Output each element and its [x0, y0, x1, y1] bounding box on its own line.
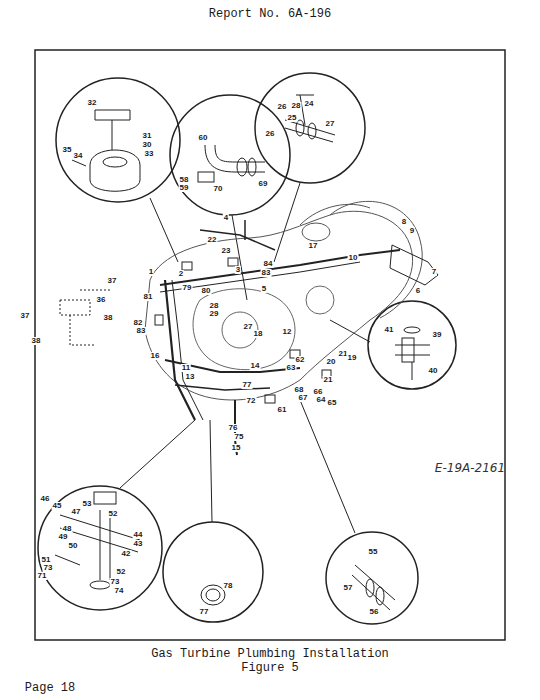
callout-number: 7	[431, 268, 437, 276]
drawing-number: E-19A-2161	[435, 462, 505, 474]
figure-frame	[35, 50, 505, 640]
callout-number: 77	[199, 608, 210, 616]
callout-number: 77	[242, 381, 253, 389]
callout-number: 65	[327, 399, 338, 407]
callout-number: 9	[409, 227, 415, 235]
callout-number: 27	[325, 120, 336, 128]
callout-number: 31	[142, 132, 153, 140]
callout-number: 18	[253, 330, 264, 338]
report-header: Report No. 6A-196	[209, 8, 331, 20]
callout-number: 83	[261, 269, 272, 277]
callout-number: 48	[62, 525, 73, 533]
callout-number: 69	[258, 180, 269, 188]
figure-caption: Gas Turbine Plumbing Installation	[151, 648, 389, 660]
callout-number: 30	[142, 141, 153, 149]
callout-number: 12	[282, 328, 293, 336]
callout-number: 75	[234, 433, 245, 441]
callout-number: 35	[62, 146, 73, 154]
callout-number: 51	[41, 556, 52, 564]
callout-number: 62	[295, 356, 306, 364]
callout-number: 58	[179, 176, 190, 184]
callout-number: 22	[207, 236, 218, 244]
callout-number: 57	[343, 584, 354, 592]
callout-number: 84	[263, 260, 274, 268]
callout-number: 28	[291, 102, 302, 110]
callout-number: 82	[133, 319, 144, 327]
callout-number: 55	[368, 548, 379, 556]
callout-number: 45	[52, 502, 63, 510]
callout-number: 73	[110, 578, 121, 586]
callout-number: 41	[384, 326, 395, 334]
callout-number: 3	[235, 266, 241, 274]
callout-number: 56	[369, 608, 380, 616]
callout-number: 23	[221, 247, 232, 255]
callout-number: 24	[304, 100, 315, 108]
callout-number: 19	[347, 354, 358, 362]
callout-number: 47	[71, 508, 82, 516]
callout-number: 37	[20, 312, 31, 320]
callout-number: 26	[265, 130, 276, 138]
callout-number: 73	[43, 564, 54, 572]
callout-number: 60	[198, 134, 209, 142]
callout-number: 39	[432, 331, 443, 339]
callout-number: 61	[277, 406, 288, 414]
callout-number: 15	[231, 444, 242, 452]
callout-number: 44	[133, 531, 144, 539]
callout-number: 52	[116, 568, 127, 576]
callout-number: 67	[298, 394, 309, 402]
callout-number: 16	[150, 352, 161, 360]
callout-number: 81	[143, 293, 154, 301]
callout-number: 78	[223, 582, 234, 590]
callout-number: 53	[82, 500, 93, 508]
callout-number: 64	[316, 396, 327, 404]
callout-number: 52	[108, 510, 119, 518]
callout-number: 40	[428, 367, 439, 375]
callout-number: 2	[178, 270, 184, 278]
callout-number: 74	[114, 587, 125, 595]
callout-number: 46	[40, 495, 51, 503]
page-number: Page 18	[25, 682, 75, 694]
callout-number: 20	[326, 358, 337, 366]
callout-number: 11	[181, 364, 191, 372]
callout-number: 80	[201, 287, 212, 295]
callout-number: 29	[209, 310, 220, 318]
callout-number: 76	[228, 424, 239, 432]
callout-number: 8	[401, 218, 407, 226]
callout-number: 5	[261, 285, 267, 293]
callout-number: 25	[287, 114, 298, 122]
callout-number: 70	[213, 185, 224, 193]
callout-number: 83	[136, 327, 147, 335]
callout-number: 72	[246, 397, 257, 405]
callout-number: 43	[133, 540, 144, 548]
callout-number: 36	[96, 296, 107, 304]
callout-number: 63	[286, 364, 297, 372]
callout-number: 21	[323, 376, 334, 384]
callout-number: 14	[250, 362, 261, 370]
callout-number: 42	[121, 550, 132, 558]
callout-number: 28	[209, 302, 220, 310]
callout-number: 49	[58, 533, 69, 541]
callout-number: 59	[179, 184, 190, 192]
callout-number: 17	[308, 242, 319, 250]
callout-number: 32	[87, 99, 98, 107]
callout-number: 68	[294, 386, 305, 394]
callout-number: 1	[148, 268, 154, 276]
callout-number: 10	[348, 254, 359, 262]
callout-number: 37	[107, 277, 118, 285]
callout-number: 50	[68, 542, 79, 550]
callout-number: 4	[223, 214, 229, 222]
callout-number: 6	[415, 287, 421, 295]
callout-number: 38	[103, 314, 114, 322]
callout-number: 33	[144, 150, 155, 158]
callout-number: 66	[313, 388, 324, 396]
callout-number: 38	[31, 337, 42, 345]
callout-number: 34	[73, 152, 84, 160]
callout-number: 71	[37, 572, 48, 580]
callout-number: 79	[182, 284, 193, 292]
callout-number: 13	[185, 373, 196, 381]
figure-number: Figure 5	[241, 662, 299, 674]
callout-number: 26	[277, 103, 288, 111]
